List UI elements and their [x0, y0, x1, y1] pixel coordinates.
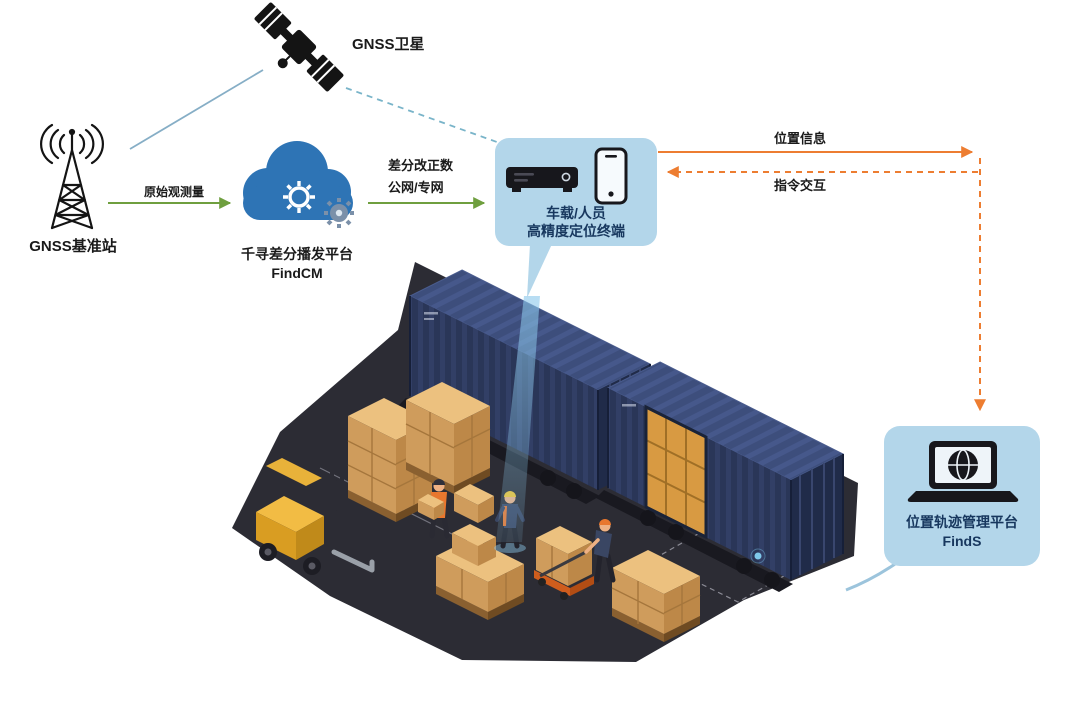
laptop-globe-icon	[907, 441, 1019, 502]
smartphone-icon	[594, 147, 628, 205]
correction-label-line1: 差分改正数	[388, 158, 454, 173]
pallet-stack-a	[347, 398, 433, 522]
open-door-cargo	[644, 404, 708, 540]
raw-observation-label: 原始观测量	[143, 185, 204, 199]
worker-pallet-jack	[584, 519, 616, 583]
warehouse-scene	[232, 262, 858, 662]
antenna-tower-icon	[39, 123, 105, 230]
cloud-icon	[243, 141, 354, 228]
findcm-title: 千寻差分播发平台	[241, 246, 353, 262]
pallet-stack-c	[436, 524, 524, 620]
satellite-label: GNSS卫星	[352, 36, 425, 53]
forklift-icon	[256, 455, 375, 575]
command-label: 指令交互	[773, 178, 826, 193]
loose-box	[454, 484, 494, 523]
terminal-label-line1: 车载/人员	[546, 205, 606, 221]
positioning-beam	[496, 296, 540, 542]
terminal-label-line2: 高精度定位终端	[527, 223, 625, 239]
gear-icon-gray	[324, 198, 354, 228]
findcm-subtitle: FindCM	[271, 265, 323, 281]
gear-icon-white	[283, 181, 315, 213]
location-dot	[754, 552, 762, 560]
satellite-base-link	[129, 69, 264, 150]
position-info-label: 位置信息	[773, 131, 826, 146]
pallet-stack-d	[611, 550, 701, 642]
correction-label-line2: 公网/专网	[388, 180, 444, 195]
pallet-jack-group	[534, 519, 616, 600]
base-station-label: GNSS基准站	[29, 238, 117, 255]
location-dot-ring	[750, 548, 766, 564]
finds-bubble	[845, 426, 1040, 592]
satellite-terminal-link	[345, 87, 509, 147]
finds-subtitle: FindS	[942, 533, 982, 549]
satellite-icon	[254, 2, 344, 92]
container-2	[606, 361, 845, 580]
terminal-bubble	[495, 138, 657, 298]
receiver-box-icon	[506, 167, 578, 192]
worker-carrying-box	[418, 479, 450, 539]
finds-title: 位置轨迹管理平台	[906, 514, 1018, 530]
